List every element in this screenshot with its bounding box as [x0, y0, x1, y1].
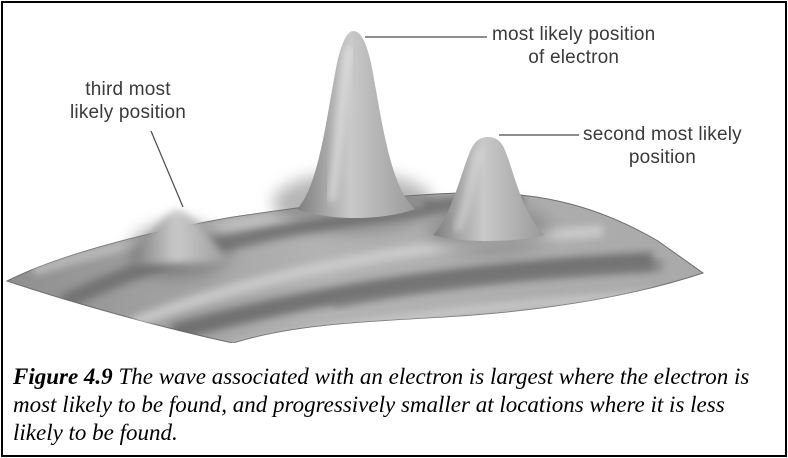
tertiary-label-line-2: likely position — [70, 101, 186, 124]
primary-label: most likely position of electron — [492, 23, 655, 69]
caption-text: The wave associated with an electron is … — [13, 364, 749, 445]
secondary-label: second most likely position — [583, 123, 742, 169]
secondary-label-line-2: position — [583, 146, 742, 169]
primary-label-line-2: of electron — [492, 46, 655, 69]
figure-number: Figure 4.9 — [13, 364, 113, 389]
tertiary-label: third most likely position — [70, 78, 186, 124]
tertiary-leader-line — [151, 131, 183, 207]
wave-surface-illustration — [3, 3, 785, 343]
figure-caption: Figure 4.9 The wave associated with an e… — [13, 363, 778, 447]
primary-peak — [273, 31, 433, 233]
tertiary-label-line-1: third most — [70, 78, 186, 101]
primary-label-line-1: most likely position — [492, 23, 655, 46]
secondary-label-line-1: second most likely — [583, 123, 742, 146]
